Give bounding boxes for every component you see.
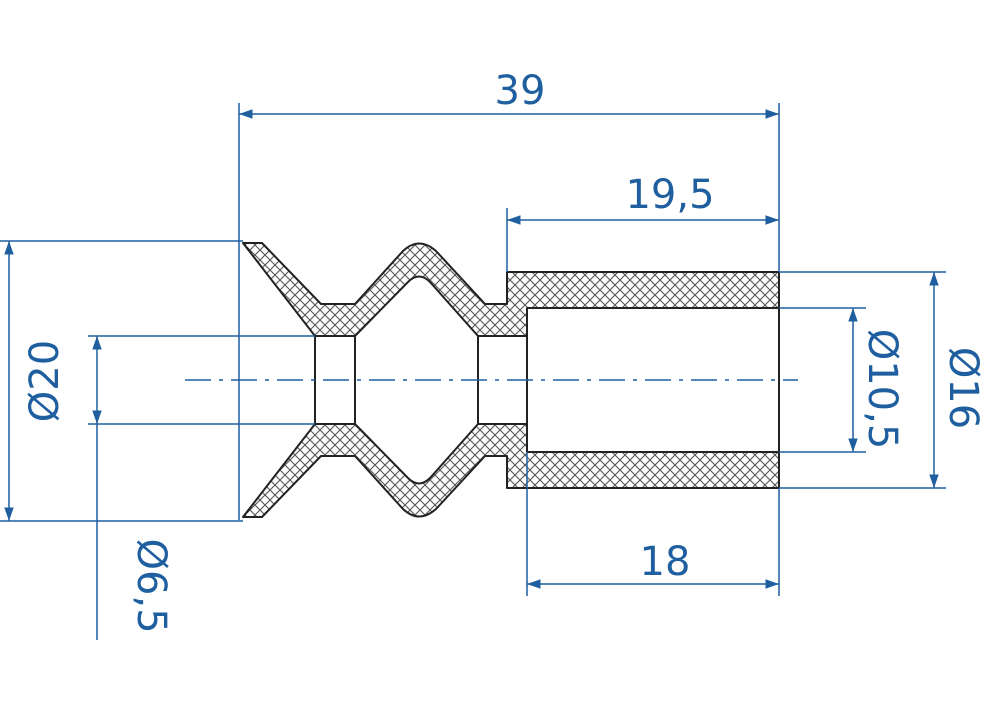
dim-sleeve-inner-diameter [779,307,866,453]
dim-sleeve-inner-length [526,452,780,596]
dim-sleeve-outer-diameter-label: Ø16 [940,347,986,429]
dim-sleeve-outer-length [506,208,779,272]
dim-sleeve-inner-length-label: 18 [640,539,691,585]
dim-outer-diameter [0,240,243,522]
upper-wall [242,242,780,337]
lower-wall [242,423,780,518]
dim-sleeve-outer-diameter [779,271,946,489]
dim-bore-diameter-label: Ø6,5 [128,538,174,633]
dim-sleeve-outer-length-label: 19,5 [625,172,714,218]
dim-overall-length-label: 39 [495,68,546,114]
dim-overall-length [238,103,780,520]
dim-bore-diameter [88,335,315,640]
dim-outer-diameter-label: Ø20 [22,340,68,422]
dim-sleeve-inner-diameter-label: Ø10,5 [859,329,905,450]
